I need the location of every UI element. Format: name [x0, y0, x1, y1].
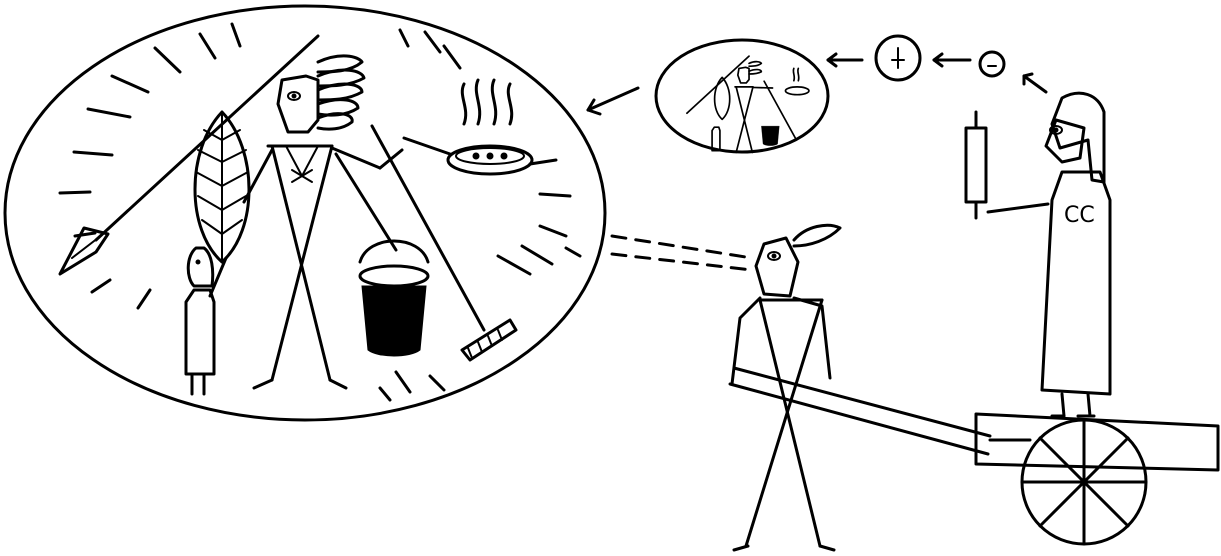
puller-arm-right: [794, 298, 830, 378]
feather-headdress: [318, 56, 364, 129]
speck-thought-bubble: [980, 52, 1004, 76]
small-thought-bubble: [656, 40, 828, 152]
woman-on-cart: CC: [966, 93, 1110, 416]
puller-head: [756, 238, 798, 296]
steaming-pan-icon: [404, 80, 532, 174]
big-bubble-outline: [5, 6, 605, 420]
arrow-icon: [934, 54, 970, 66]
bucket-icon: [360, 241, 428, 356]
arrow-icon: [1024, 74, 1046, 92]
cart-wheel-icon: [1022, 420, 1146, 544]
woman-arm: [988, 204, 1048, 212]
arrow-icon: [588, 88, 638, 114]
dress-marks: CC: [1064, 203, 1095, 228]
cart-shaft-top: [734, 368, 990, 436]
chief-head: [278, 76, 318, 132]
big-thought-bubble: [5, 6, 605, 420]
dashed-connector: [612, 236, 752, 270]
cart: [730, 368, 1218, 544]
scroll-icon: [966, 112, 986, 218]
feather-icon: [794, 225, 840, 246]
leaf-shield-icon: [195, 112, 249, 262]
arrow-icon: [828, 54, 862, 66]
cart-shaft-bottom: [730, 384, 988, 454]
tiny-thought-bubble: [876, 36, 920, 80]
small-woman-figure: [186, 248, 226, 394]
woman-hair: [1052, 93, 1104, 182]
bucket-rope: [336, 154, 396, 250]
